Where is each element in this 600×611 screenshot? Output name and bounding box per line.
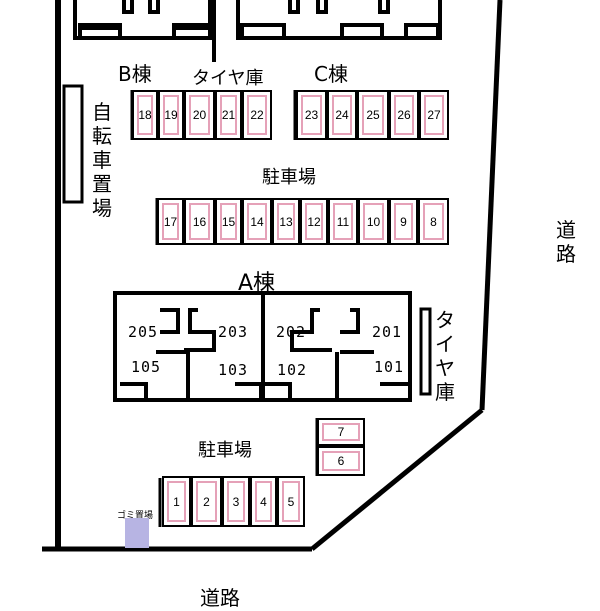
stall-number: 25	[366, 108, 380, 122]
unit-205: 205	[128, 323, 159, 341]
stall-number: 4	[260, 494, 267, 509]
stall-number: 6	[337, 454, 345, 468]
parking-stall: 5	[277, 476, 305, 527]
parking-stall: 9	[389, 198, 418, 245]
bicycle-parking-label: 自転車置場	[92, 100, 112, 220]
stall-number: 14	[250, 214, 264, 229]
stall-number: 18	[138, 108, 152, 122]
stall-number: 11	[336, 214, 350, 229]
parking-stall: 12	[300, 198, 328, 245]
stall-number: 9	[400, 214, 407, 229]
stall-number: 24	[335, 108, 349, 122]
stall-number: 8	[430, 214, 437, 229]
tire-storage-right-label: タイヤ庫	[435, 308, 455, 404]
parking-stall: 21	[215, 90, 242, 140]
parking-stall: 3	[222, 476, 250, 527]
parking-stall: 6	[317, 446, 365, 476]
parking-stall: 4	[250, 476, 277, 527]
stall-number: 2	[203, 494, 210, 509]
tire-storage-top-label: タイヤ庫	[192, 68, 264, 89]
stall-number: 3	[232, 494, 240, 509]
parking-stall: 7	[317, 418, 365, 446]
stall-number: 26	[397, 108, 411, 122]
stall-number: 16	[192, 214, 207, 229]
stall-number: 5	[287, 494, 295, 509]
parking-stall: 17	[157, 198, 184, 245]
stall-number: 19	[164, 108, 178, 122]
stall-number: 17	[163, 214, 178, 229]
parking-stall: 23	[296, 90, 327, 140]
parking-stall: 22	[242, 90, 272, 140]
building-b-label: B棟	[118, 62, 152, 86]
road-right-label: 道路	[556, 218, 576, 266]
parking-stall: 11	[328, 198, 358, 245]
unit-103: 103	[218, 361, 249, 379]
stall-number: 10	[366, 214, 381, 229]
stall-number: 1	[173, 494, 180, 509]
parking-stall: 2	[191, 476, 222, 527]
right-boundary	[479, 0, 503, 411]
parking-stall: 24	[327, 90, 357, 140]
unit-201: 201	[372, 323, 403, 341]
unit-105: 105	[131, 358, 162, 376]
parking-stall: 16	[184, 198, 215, 245]
stall-number: 23	[304, 108, 319, 122]
stall-number: 22	[250, 108, 264, 122]
unit-101: 101	[374, 358, 405, 376]
building-a-outline	[113, 291, 412, 402]
parking-stall: 19	[158, 90, 184, 140]
parking-stall: 1	[162, 476, 191, 527]
stall-number: 20	[192, 108, 207, 122]
stall-number: 27	[427, 108, 441, 122]
parking-stall: 20	[184, 90, 215, 140]
diagonal-boundary	[310, 408, 484, 551]
tire-storage-right-box	[419, 307, 432, 396]
road-bottom-label: 道路	[200, 586, 240, 610]
building-a-label: A棟	[238, 271, 276, 296]
garbage-label: ゴミ置場	[117, 511, 154, 521]
building-c-label: C棟	[314, 62, 348, 86]
stall-number: 12	[307, 214, 321, 229]
unit-102: 102	[277, 361, 308, 379]
stall-number: 7	[337, 425, 345, 439]
parking-stall: 18	[132, 90, 158, 140]
stall-number: 21	[221, 108, 236, 122]
parking-stall: 10	[358, 198, 389, 245]
parking-stall: 26	[389, 90, 419, 140]
building-b-outline	[73, 0, 212, 40]
parking-stall: 13	[272, 198, 300, 245]
parking-upper-label: 駐車場	[262, 167, 316, 188]
parking-lower-label: 駐車場	[198, 440, 252, 461]
bicycle-shed	[62, 84, 84, 204]
garbage-area	[125, 518, 149, 548]
unit-202: 202	[276, 323, 307, 341]
building-c-outline	[236, 0, 442, 40]
stall-number: 15	[221, 214, 236, 229]
parking-stall: 8	[418, 198, 449, 245]
parking-stall: 14	[242, 198, 272, 245]
parking-stall: 15	[215, 198, 242, 245]
stall-number: 13	[279, 214, 293, 229]
parking-stall: 27	[419, 90, 449, 140]
unit-203: 203	[218, 323, 249, 341]
parking-stall: 25	[357, 90, 389, 140]
